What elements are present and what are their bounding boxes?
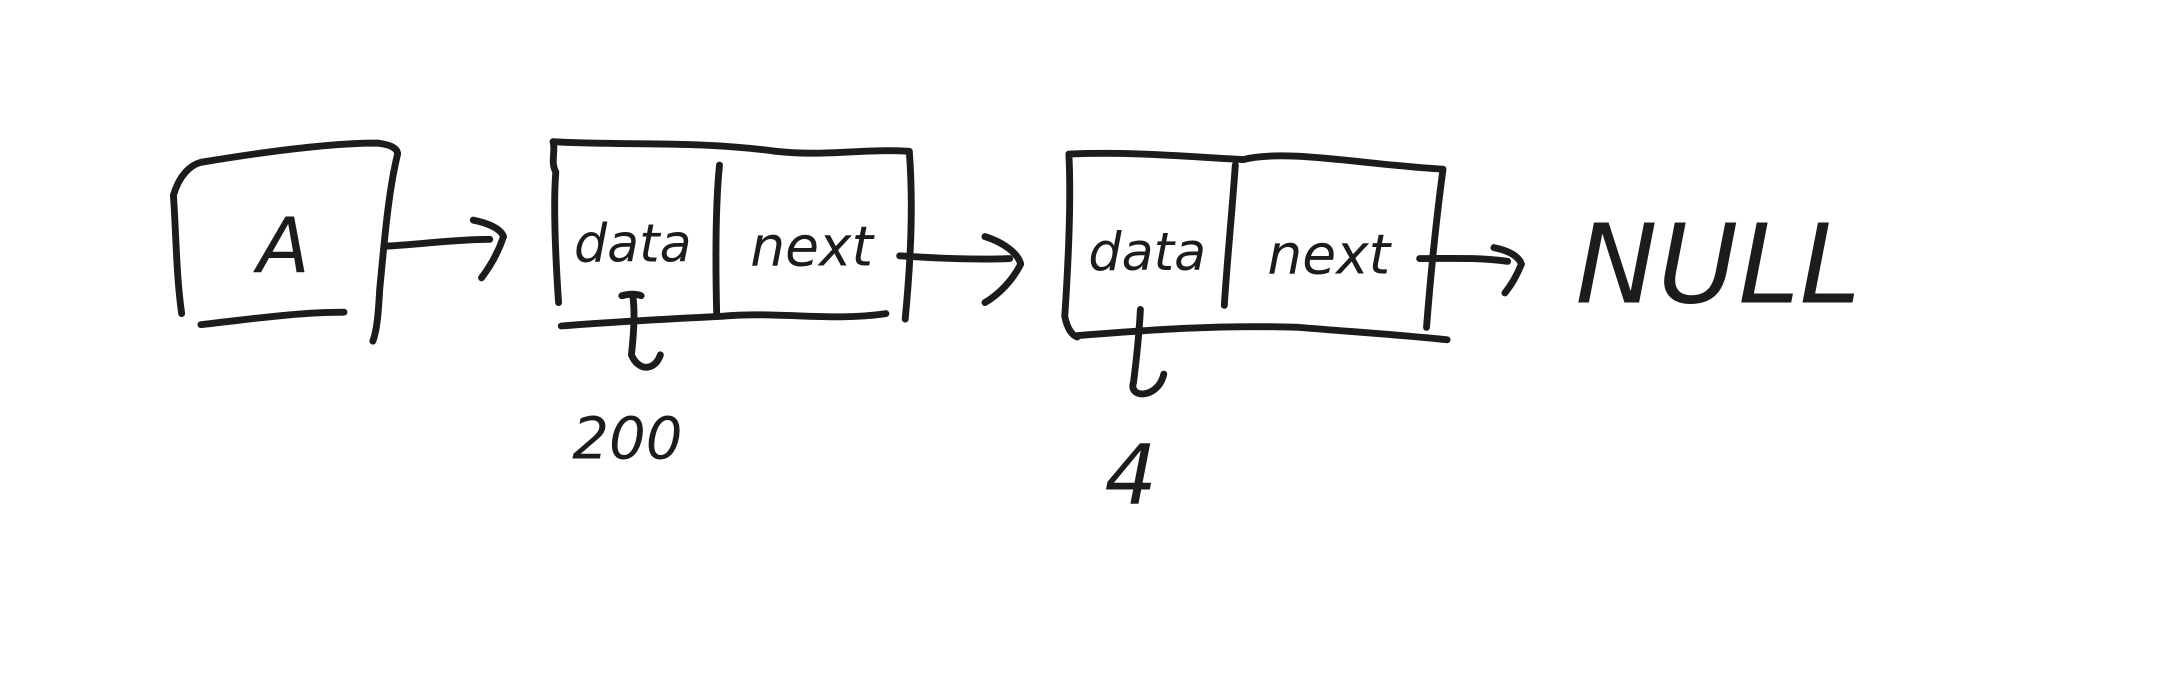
- node-2-data-arrow: [1129, 306, 1168, 398]
- node-2-outline: [1061, 149, 1447, 341]
- null-terminator: NULL: [1575, 201, 1860, 329]
- pointer-box-a: A: [169, 139, 402, 345]
- node-2-value: 4: [1105, 428, 1158, 524]
- node-1-outline: [549, 138, 915, 323]
- node-2: data next 4: [1061, 149, 1451, 524]
- node-1-data-label: data: [574, 214, 692, 275]
- node-1-bottom: [557, 310, 890, 330]
- arrow-a-to-node-1: [381, 216, 507, 282]
- node-1-data-arrow: [618, 290, 664, 371]
- node-1: data next 200: [549, 138, 915, 473]
- pointer-box-bottom: [197, 308, 348, 329]
- node-1-next-label: next: [750, 214, 875, 278]
- node-2-divider: [1220, 161, 1239, 309]
- node-1-value: 200: [572, 405, 682, 473]
- node-2-bottom: [1073, 323, 1451, 344]
- pointer-label: A: [252, 203, 310, 292]
- node-1-divider: [712, 161, 723, 320]
- node-2-data-label: data: [1088, 222, 1206, 283]
- arrow-node-2-to-null: [1416, 244, 1525, 297]
- node-2-next-label: next: [1267, 223, 1392, 287]
- pointer-box-outline: [169, 139, 402, 345]
- arrow-node-1-to-node-2: [896, 233, 1025, 307]
